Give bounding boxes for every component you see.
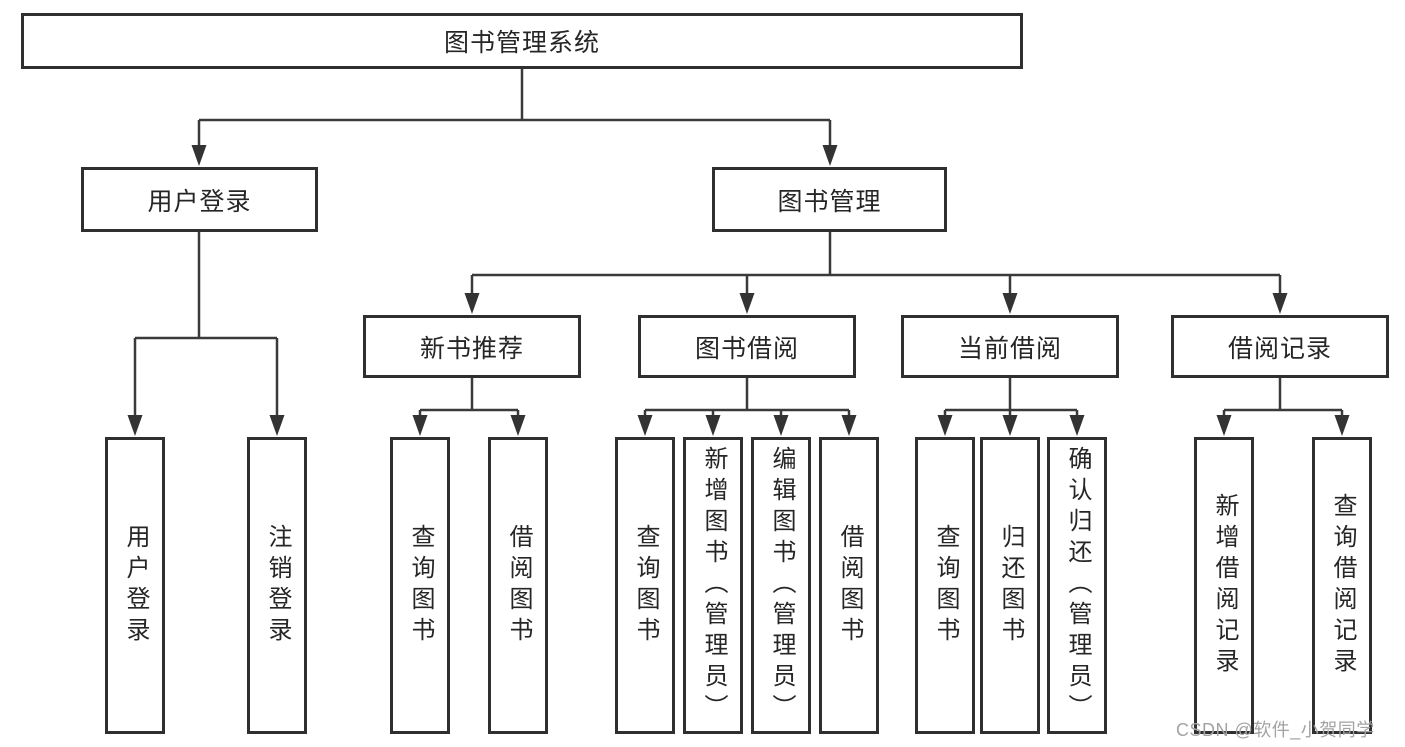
leaf-confirm-return-admin: 确认归还（管理员） <box>1047 437 1107 734</box>
node-book-borrowing: 图书借阅 <box>638 315 856 378</box>
leaf-return-books-label: 归还图书 <box>997 523 1024 648</box>
leaf-add-book-admin-label: 新增图书（管理员） <box>700 446 727 725</box>
leaf-query-books-recommend: 查询图书 <box>390 437 450 734</box>
leaf-borrow-books-recommend: 借阅图书 <box>488 437 548 734</box>
leaf-confirm-return-admin-label: 确认归还（管理员） <box>1064 446 1091 725</box>
leaf-add-borrow-record: 新增借阅记录 <box>1194 437 1254 734</box>
leaf-edit-book-admin: 编辑图书（管理员） <box>751 437 811 734</box>
csdn-watermark: CSDN @软件_小贺同学 <box>1176 720 1375 740</box>
leaf-edit-book-admin-label: 编辑图书（管理员） <box>768 446 795 725</box>
leaf-query-borrow-record: 查询借阅记录 <box>1312 437 1372 734</box>
leaf-borrow-books-borrowing-label: 借阅图书 <box>836 523 863 648</box>
leaf-query-books-current: 查询图书 <box>915 437 975 734</box>
leaf-query-borrow-record-label: 查询借阅记录 <box>1329 492 1356 679</box>
leaf-logout: 注销登录 <box>247 437 307 734</box>
leaf-borrow-books-borrowing: 借阅图书 <box>819 437 879 734</box>
leaf-query-books-borrowing-label: 查询图书 <box>632 523 659 648</box>
node-borrowing-records: 借阅记录 <box>1171 315 1389 378</box>
node-new-book-recommendation: 新书推荐 <box>363 315 581 378</box>
leaf-query-books-borrowing: 查询图书 <box>615 437 675 734</box>
leaf-return-books: 归还图书 <box>980 437 1040 734</box>
leaf-add-book-admin: 新增图书（管理员） <box>683 437 743 734</box>
leaf-logout-label: 注销登录 <box>264 523 291 648</box>
leaf-query-books-current-label: 查询图书 <box>932 523 959 648</box>
node-user-login: 用户登录 <box>81 167 318 232</box>
leaf-add-borrow-record-label: 新增借阅记录 <box>1211 492 1238 679</box>
node-root: 图书管理系统 <box>21 13 1023 69</box>
node-current-borrowing: 当前借阅 <box>901 315 1119 378</box>
node-book-management: 图书管理 <box>712 167 947 232</box>
leaf-borrow-books-recommend-label: 借阅图书 <box>505 523 532 648</box>
leaf-query-books-recommend-label: 查询图书 <box>407 523 434 648</box>
leaf-user-login-label: 用户登录 <box>122 523 149 648</box>
leaf-user-login: 用户登录 <box>105 437 165 734</box>
